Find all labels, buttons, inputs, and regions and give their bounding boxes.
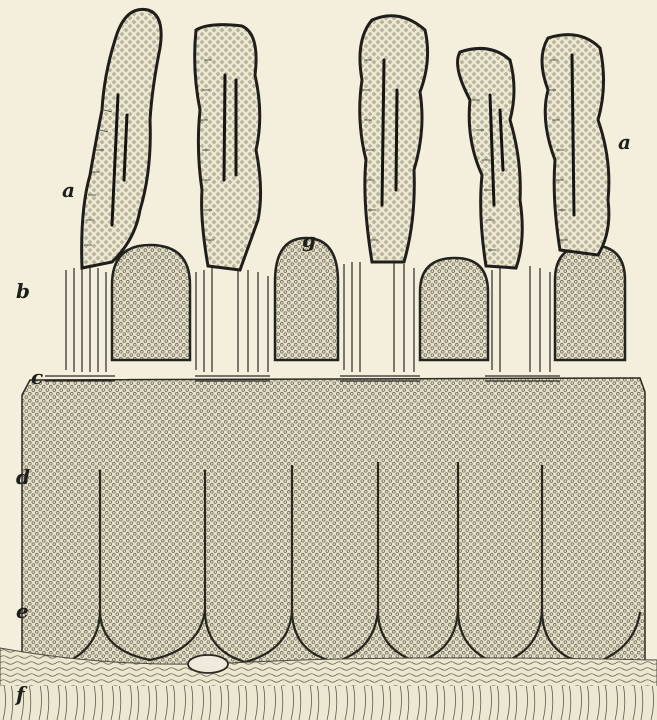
label-f: f xyxy=(16,684,25,704)
label-a-left: a xyxy=(62,180,75,200)
label-b: b xyxy=(16,281,30,301)
label-c: c xyxy=(31,367,43,387)
vessel-lumen xyxy=(188,655,228,673)
label-e: e xyxy=(16,601,29,621)
label-a-right: a xyxy=(618,132,631,152)
muscle-layer xyxy=(0,686,657,720)
label-g: g xyxy=(302,230,316,250)
mucosa-mass xyxy=(22,378,645,670)
gland-domes xyxy=(112,238,625,360)
label-d: d xyxy=(16,467,30,487)
villi xyxy=(82,9,609,270)
